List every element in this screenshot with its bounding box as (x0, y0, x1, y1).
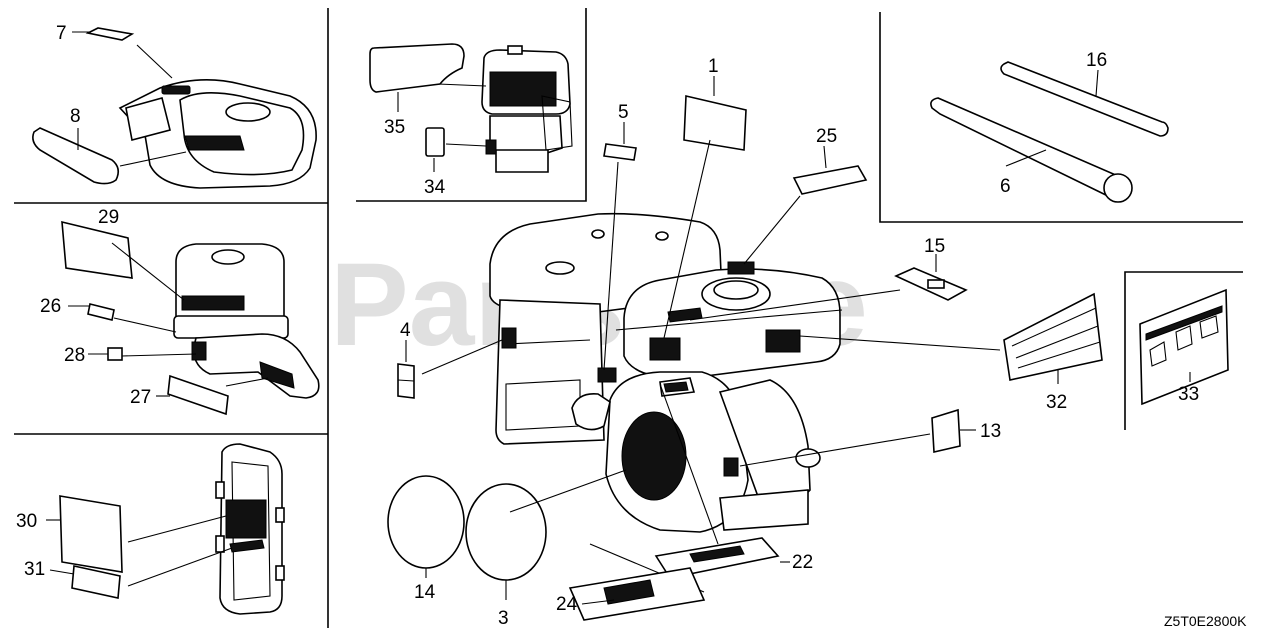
callout-7: 7 (56, 23, 67, 44)
callout-29: 29 (98, 207, 119, 228)
callout-13: 13 (980, 421, 1001, 442)
callout-14: 14 (414, 582, 436, 603)
callout-24: 24 (556, 594, 578, 615)
air-cleaner-panel: 7 8 (32, 23, 317, 189)
diagram-code: Z5T0E2800K (1164, 613, 1247, 629)
cover-panel: 30 31 (16, 443, 285, 615)
callout-3: 3 (498, 608, 509, 629)
callout-28: 28 (64, 345, 85, 366)
callout-6: 6 (1000, 176, 1011, 197)
callout-26: 26 (40, 296, 61, 317)
callout-5: 5 (618, 102, 629, 123)
panel-dividers (14, 8, 1243, 628)
main-labels: 1 5 25 15 4 32 13 (387, 56, 1103, 629)
callout-30: 30 (16, 511, 37, 532)
callout-22: 22 (792, 552, 813, 573)
callout-8: 8 (70, 106, 81, 127)
tools-panel: 16 6 (930, 50, 1169, 203)
callout-27: 27 (130, 387, 151, 408)
callout-25: 25 (816, 126, 837, 147)
engine-assembly (489, 212, 843, 533)
callout-34: 34 (424, 177, 446, 198)
callout-1: 1 (708, 56, 719, 77)
warning-label-panel: 33 (1139, 288, 1229, 406)
callout-16: 16 (1086, 50, 1107, 71)
callout-35: 35 (384, 117, 405, 138)
callout-32: 32 (1046, 392, 1067, 413)
callout-33: 33 (1178, 384, 1199, 405)
callout-4: 4 (400, 320, 411, 341)
oil-bath-air-cleaner-panel: 29 26 28 27 (40, 207, 320, 416)
callout-15: 15 (924, 236, 945, 257)
fuel-tank-panel: 35 34 (369, 43, 573, 198)
callout-31: 31 (24, 559, 45, 580)
